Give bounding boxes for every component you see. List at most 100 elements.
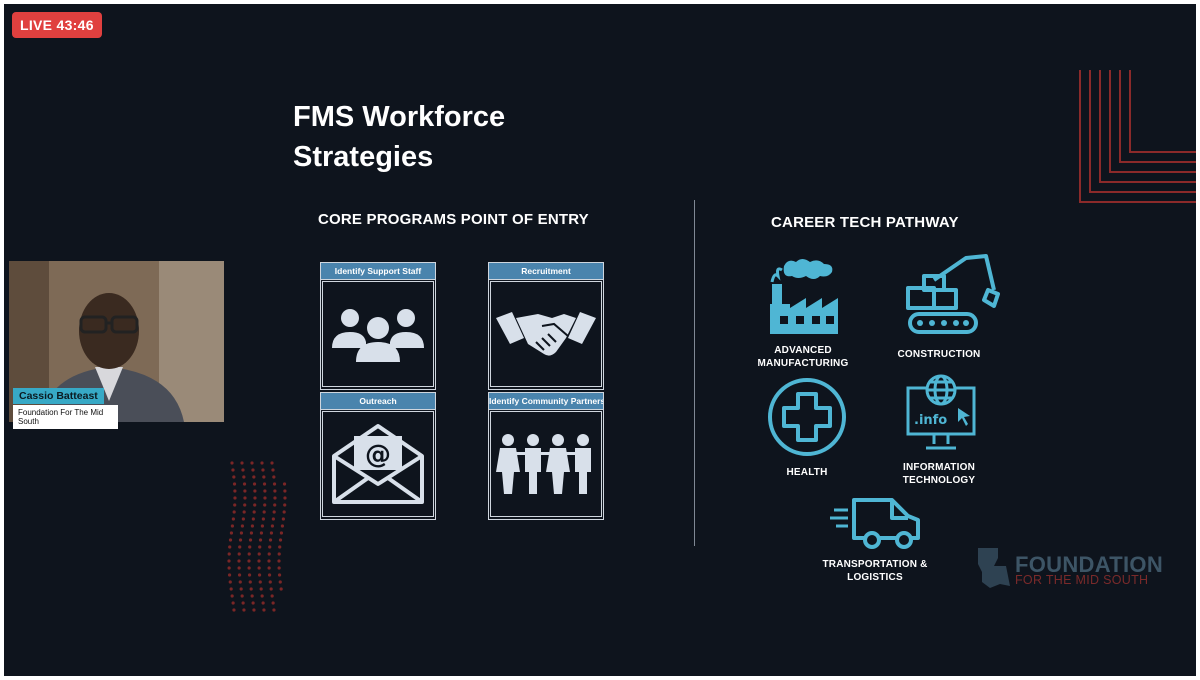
- decorative-dot: [237, 566, 241, 570]
- decorative-dot: [253, 503, 257, 507]
- decorative-dot: [272, 482, 277, 486]
- decorative-dot: [267, 552, 271, 556]
- decorative-dot: [258, 545, 262, 549]
- decorative-dot: [267, 573, 272, 577]
- decorative-dot: [247, 552, 251, 556]
- decorative-dot: [277, 559, 281, 563]
- decorative-dot: [269, 587, 273, 591]
- decorative-dot: [272, 475, 276, 479]
- decorative-dot: [253, 496, 257, 500]
- decorative-dot: [263, 503, 267, 507]
- decorative-dot: [253, 489, 257, 493]
- decorative-dot: [229, 587, 233, 591]
- decorative-dot: [230, 594, 234, 598]
- computer-globe-icon: .info: [906, 374, 976, 450]
- handshake-icon: [496, 312, 596, 356]
- decorative-dot: [279, 531, 284, 535]
- decorative-dot: [233, 489, 237, 493]
- decorative-dot: [283, 489, 287, 493]
- decorative-dot: [228, 580, 232, 584]
- decorative-dot: [242, 475, 246, 479]
- decorative-dot: [243, 489, 247, 493]
- decorative-dot: [262, 482, 267, 486]
- card-outreach: Outreach @: [320, 392, 436, 520]
- decorative-dot: [230, 461, 234, 465]
- decorative-dot: [257, 552, 261, 556]
- decorative-dot: [283, 503, 287, 507]
- decorative-dot: [278, 545, 282, 549]
- card-caption: Recruitment: [489, 263, 603, 280]
- decorative-dot: [241, 601, 245, 605]
- decorative-dot: [259, 587, 263, 591]
- slide-title: FMS Workforce Strategies: [293, 101, 506, 173]
- card-recruitment: Recruitment: [488, 262, 604, 390]
- career-pathway-heading: CAREER TECH PATHWAY: [771, 214, 959, 231]
- envelope-at-icon: @: [332, 424, 424, 504]
- decorative-dot: [271, 601, 275, 605]
- decorative-dot: [242, 608, 246, 612]
- vertical-divider: [694, 200, 695, 546]
- decorative-dot: [262, 510, 266, 514]
- decorative-dot: [258, 538, 263, 542]
- decorative-dot: [237, 552, 241, 556]
- decorative-dot: [260, 461, 264, 465]
- decorative-dot: [242, 482, 247, 486]
- decorative-dot: [279, 587, 283, 591]
- decorative-dot: [227, 559, 231, 563]
- excavator-icon: [906, 254, 1000, 334]
- decorative-dot: [227, 566, 231, 570]
- decorative-dot: [250, 594, 254, 598]
- decorative-dot: [232, 510, 236, 514]
- decorative-dot: [263, 496, 267, 500]
- decorative-dot: [268, 545, 272, 549]
- pathway-label: TRANSPORTATION & LOGISTICS: [822, 559, 928, 583]
- delivery-truck-icon: [830, 498, 920, 549]
- pathway-label: INFORMATION TECHNOLOGY: [902, 462, 976, 486]
- decorative-dot: [238, 538, 243, 542]
- foundation-logo-map-icon: [978, 548, 1010, 588]
- decorative-dot: [261, 468, 265, 472]
- decorative-dot: [267, 566, 271, 570]
- decorative-dot: [268, 538, 273, 542]
- card-caption: Identify Community Partners: [489, 393, 603, 410]
- decorative-dot: [281, 517, 285, 521]
- decorative-dot: [232, 608, 236, 612]
- decorative-dot: [248, 538, 253, 542]
- card-caption: Outreach: [321, 393, 435, 410]
- speaker-name-tag: Cassio Batteast: [13, 388, 104, 404]
- decorative-dot: [270, 524, 275, 528]
- pathway-label: CONSTRUCTION: [897, 349, 981, 360]
- decorative-dot: [282, 482, 287, 486]
- foundation-logo-subtitle: FOR THE MID SOUTH: [1015, 573, 1149, 587]
- decorative-dot: [261, 517, 265, 521]
- pathway-label: HEALTH: [786, 467, 828, 478]
- decorative-dot: [278, 538, 283, 542]
- speaker-organization-tag: Foundation For The Mid South: [13, 405, 118, 429]
- decorative-dot: [277, 573, 282, 577]
- decorative-dot: [269, 531, 274, 535]
- decorative-dot: [228, 538, 233, 542]
- decorative-dot: [238, 545, 242, 549]
- pathway-label: ADVANCED MANUFACTURING: [757, 345, 849, 369]
- decorative-dot: [251, 601, 255, 605]
- decorative-dot: [241, 468, 245, 472]
- svg-text:@: @: [365, 440, 391, 470]
- decorative-dot: [271, 517, 275, 521]
- decorative-dot: [240, 594, 244, 598]
- decorative-dot: [277, 552, 281, 556]
- decorative-dot: [227, 552, 231, 556]
- decorative-lines: [1079, 70, 1196, 203]
- decorative-dot: [240, 461, 244, 465]
- card-identify-support-staff: Identify Support Staff: [320, 262, 436, 390]
- decorative-dot: [270, 594, 274, 598]
- decorative-dot: [268, 580, 272, 584]
- live-badge: LIVE 43:46: [12, 12, 102, 38]
- decorative-dot: [260, 524, 265, 528]
- decorative-dot: [231, 517, 235, 521]
- medical-cross-icon: [768, 378, 846, 456]
- decorative-dot: [231, 601, 235, 605]
- decorative-dot: [252, 482, 257, 486]
- decorative-dot: [252, 510, 256, 514]
- decorative-dot: [248, 580, 252, 584]
- decorative-dot: [273, 489, 277, 493]
